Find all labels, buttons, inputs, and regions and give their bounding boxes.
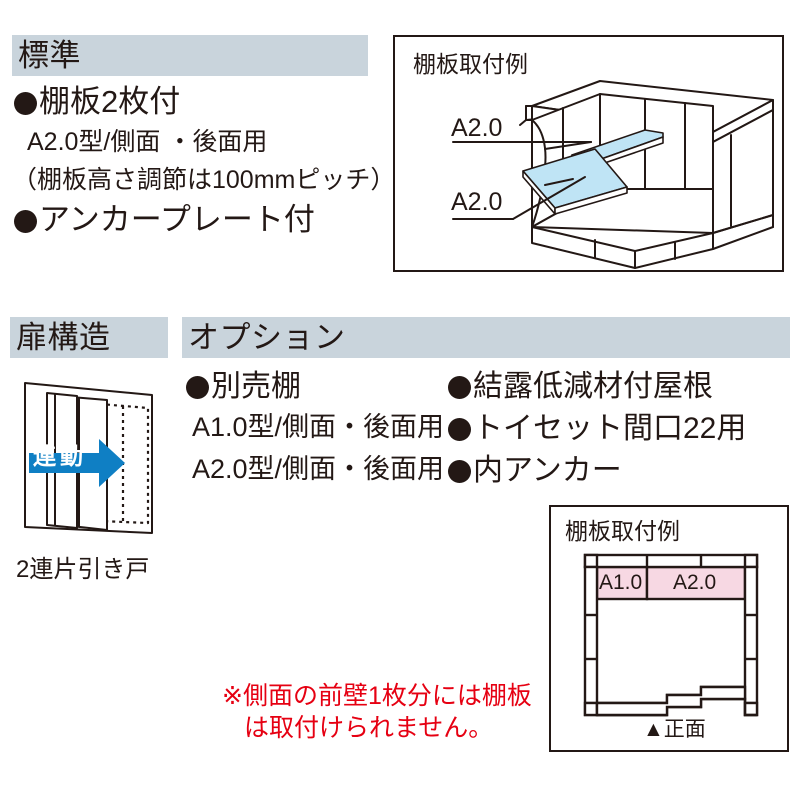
floor-plan-shelf-label-a2: A2.0 (673, 571, 717, 594)
iso-diagram-caption: 棚板取付例 (413, 51, 528, 77)
standard-spec-line-4: アンカープレート付 (14, 204, 315, 235)
iso-diagram-box: 棚板取付例 (393, 35, 784, 272)
bullet-dot-icon (14, 92, 37, 115)
option-left-item-1: 別売棚 (186, 372, 301, 402)
section-title-standard: 標準 (18, 38, 81, 73)
standard-spec-text-4: アンカープレート付 (39, 202, 315, 237)
standard-spec-line-2: A2.0型/側面 ・後面用 (27, 130, 267, 155)
standard-spec-line-1: 棚板2枚付 (14, 86, 180, 117)
section-title-options: オプション (188, 320, 346, 355)
option-right-text-1: 結露低減材付屋根 (473, 370, 713, 403)
option-right-text-2: トイセット間口22用 (473, 412, 747, 445)
interlock-arrow-icon (29, 439, 125, 487)
warning-note-line-1: ※側面の前壁1枚分には棚板 (222, 682, 532, 710)
option-right-item-1: 結露低減材付屋根 (448, 372, 713, 402)
door-structure-diagram: 連動 (15, 375, 175, 540)
standard-spec-text-3: （棚板高さ調節は100mmピッチ） (12, 166, 396, 194)
bullet-dot-icon (186, 376, 209, 399)
option-right-item-2: トイセット間口22用 (448, 414, 746, 444)
floor-plan-drawing (583, 553, 759, 717)
bullet-dot-icon (448, 376, 471, 399)
option-left-text-3: A2.0型/側面・後面用 (192, 454, 445, 484)
iso-shed-drawing (452, 80, 774, 269)
floor-plan-shelf-label-a1: A1.0 (599, 571, 643, 594)
section-title-door-structure: 扉構造 (16, 320, 111, 355)
option-right-item-3: 内アンカー (448, 456, 622, 486)
standard-spec-text-2: A2.0型/側面 ・後面用 (27, 128, 268, 156)
option-right-text-3: 内アンカー (473, 454, 622, 487)
bullet-dot-icon (448, 460, 471, 483)
iso-shelf-label-upper: A2.0 (451, 114, 503, 142)
floor-plan-box: 棚板取付例 (549, 505, 789, 752)
section-header-options: オプション (182, 317, 790, 358)
door-structure-caption: 2連片引き戸 (16, 556, 150, 583)
standard-spec-line-3: （棚板高さ調節は100mmピッチ） (12, 168, 395, 193)
standard-spec-text-1: 棚板2枚付 (39, 84, 181, 119)
option-left-item-3: A2.0型/側面・後面用 (192, 456, 444, 483)
warning-note-line-2: は取付けられません。 (244, 714, 494, 742)
section-header-door-structure: 扉構造 (10, 317, 168, 358)
interlock-arrow-label: 連動 (33, 443, 87, 469)
floor-plan-caption: 棚板取付例 (565, 518, 680, 544)
option-left-item-2: A1.0型/側面・後面用 (192, 414, 444, 441)
option-left-text-2: A1.0型/側面・後面用 (192, 412, 445, 442)
section-header-standard: 標準 (12, 35, 368, 76)
iso-shelf-label-lower: A2.0 (451, 188, 503, 216)
bullet-dot-icon (14, 210, 37, 233)
door-diagram-drawing (24, 382, 153, 534)
bullet-dot-icon (448, 418, 471, 441)
warning-note: ※側面の前壁1枚分には棚板 は取付けられません。 (222, 680, 532, 744)
option-left-text-1: 別売棚 (211, 370, 301, 403)
floor-plan-front-marker: ▲正面 (643, 718, 706, 741)
